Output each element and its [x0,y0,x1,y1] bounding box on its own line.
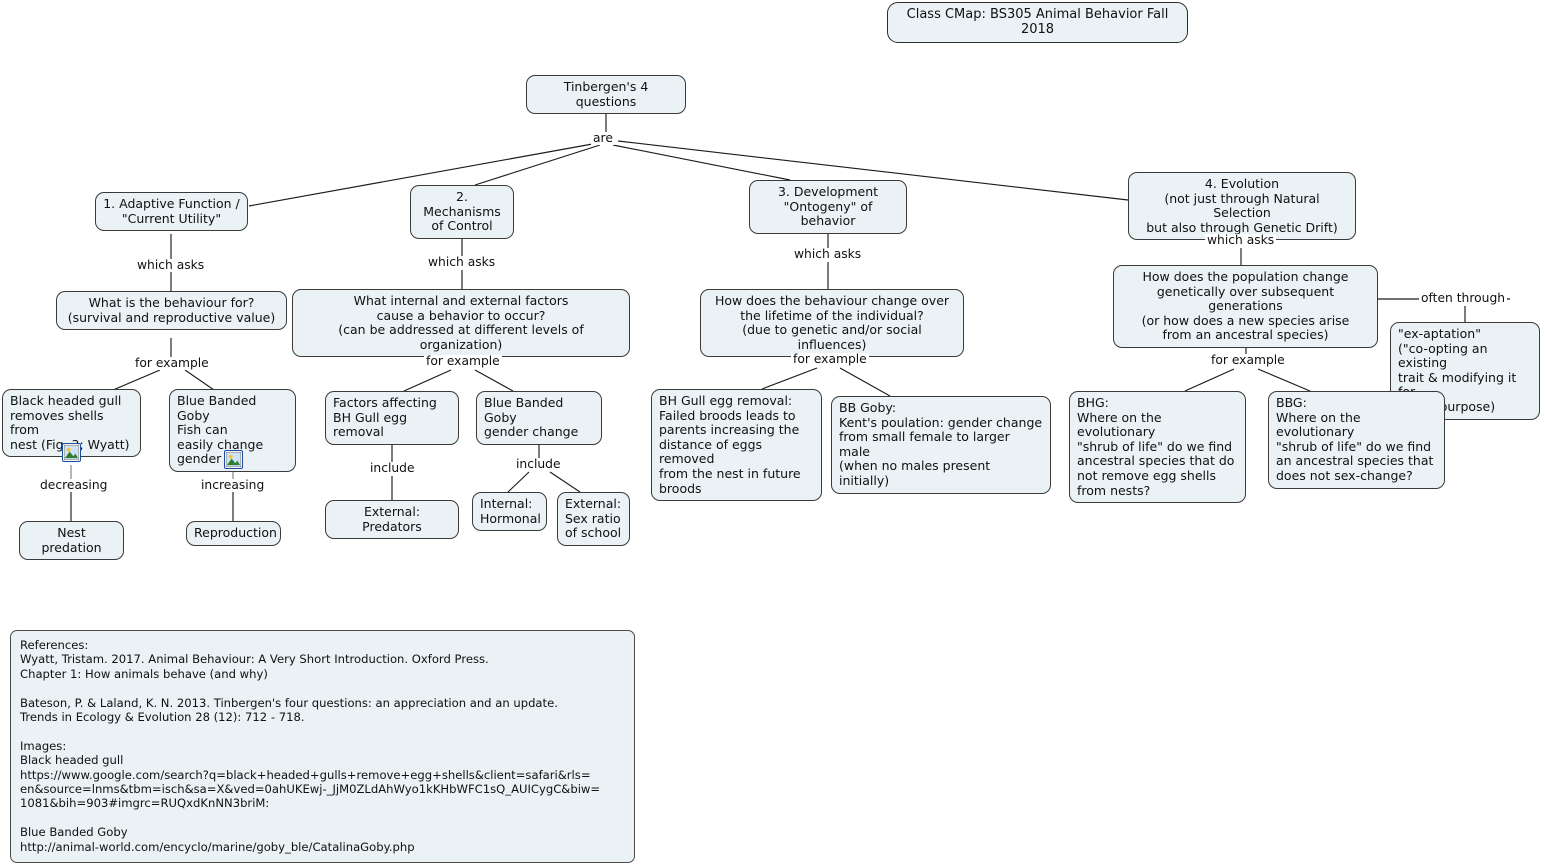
node-b1-leaf-nest-predation[interactable]: Nest predation [19,521,124,561]
edge-b4-ex-right [1257,368,1311,392]
node-b3-development-ontogeny[interactable]: 3. Development "Ontogeny" of behavior [749,180,907,234]
node-b4-example-bhg[interactable]: BHG: Where on the evolutionary "shrub of… [1069,391,1246,504]
link-label-b4-which-asks: which asks [1205,233,1277,247]
node-b4-evolution[interactable]: 4. Evolution (not just through Natural S… [1128,172,1356,241]
node-b2-leaf-external-sex-ratio[interactable]: External: Sex ratio of school [557,492,630,546]
link-label-b2-include-left: include [368,461,417,475]
link-label-are: are [591,131,615,145]
edge-b4-ex-left [1184,368,1235,392]
link-label-b1-for-example: for example [133,356,211,370]
node-b2-leaf-internal-hormonal[interactable]: Internal: Hormonal [472,492,547,532]
node-b2-example-goby-gender-change[interactable]: Blue Banded Goby gender change [476,391,602,445]
edge-are-b3 [612,144,791,181]
map-title-banner[interactable]: Class CMap: BS305 Animal Behavior Fall 2… [887,2,1188,44]
link-label-b2-for-example: for example [424,354,502,368]
link-label-b4-for-example: for example [1209,353,1287,367]
picture-icon[interactable] [224,450,243,469]
node-b3-question[interactable]: How does the behaviour change over the l… [700,289,964,358]
edge-b2-r-inc-l [507,471,530,493]
edge-b3-ex-right [839,367,891,397]
node-b3-example-bb-goby[interactable]: BB Goby: Kent's poulation: gender change… [831,396,1051,494]
edge-b1-ex-right [184,369,215,391]
node-b2-mechanisms-of-control[interactable]: 2. Mechanisms of Control [410,185,514,239]
link-label-b1-which-asks: which asks [135,258,207,272]
link-label-b4-often-through: often through [1419,291,1508,305]
picture-icon[interactable] [62,443,81,462]
node-b4-question[interactable]: How does the population change genetical… [1113,265,1378,348]
node-b2-question[interactable]: What internal and external factors cause… [292,289,630,358]
references-box[interactable]: References: Wyatt, Tristam. 2017. Animal… [10,630,635,864]
link-label-b3-which-asks: which asks [792,247,864,261]
node-b1-question[interactable]: What is the behaviour for? (survival and… [56,291,287,331]
node-b1-adaptive-function[interactable]: 1. Adaptive Function / "Current Utility" [95,192,248,232]
node-b2-leaf-external-predators[interactable]: External: Predators [325,500,459,540]
edge-are-b2 [474,144,601,186]
edge-b1-ex-left [112,369,161,391]
link-label-b1-decreasing: decreasing [38,478,110,492]
edge-b2-ex-right [474,369,514,392]
node-b3-example-bh-gull-egg-removal[interactable]: BH Gull egg removal: Failed broods leads… [651,389,822,502]
link-label-b1-increasing: increasing [199,478,267,492]
node-b1-leaf-reproduction[interactable]: Reproduction [186,521,281,546]
node-root-tinbergens-4-questions[interactable]: Tinbergen's 4 questions [526,75,686,115]
node-b4-example-bbg[interactable]: BBG: Where on the evolutionary "shrub of… [1268,391,1445,489]
node-b2-example-factors-bh-gull[interactable]: Factors affecting BH Gull egg removal [325,391,459,445]
link-label-b2-which-asks: which asks [426,255,498,269]
link-label-b2-include-right: include [514,457,563,471]
link-label-b3-for-example: for example [791,352,869,366]
edge-b2-r-inc-r [549,471,581,493]
edge-b3-ex-left [761,367,818,390]
edge-b2-ex-left [403,369,452,392]
